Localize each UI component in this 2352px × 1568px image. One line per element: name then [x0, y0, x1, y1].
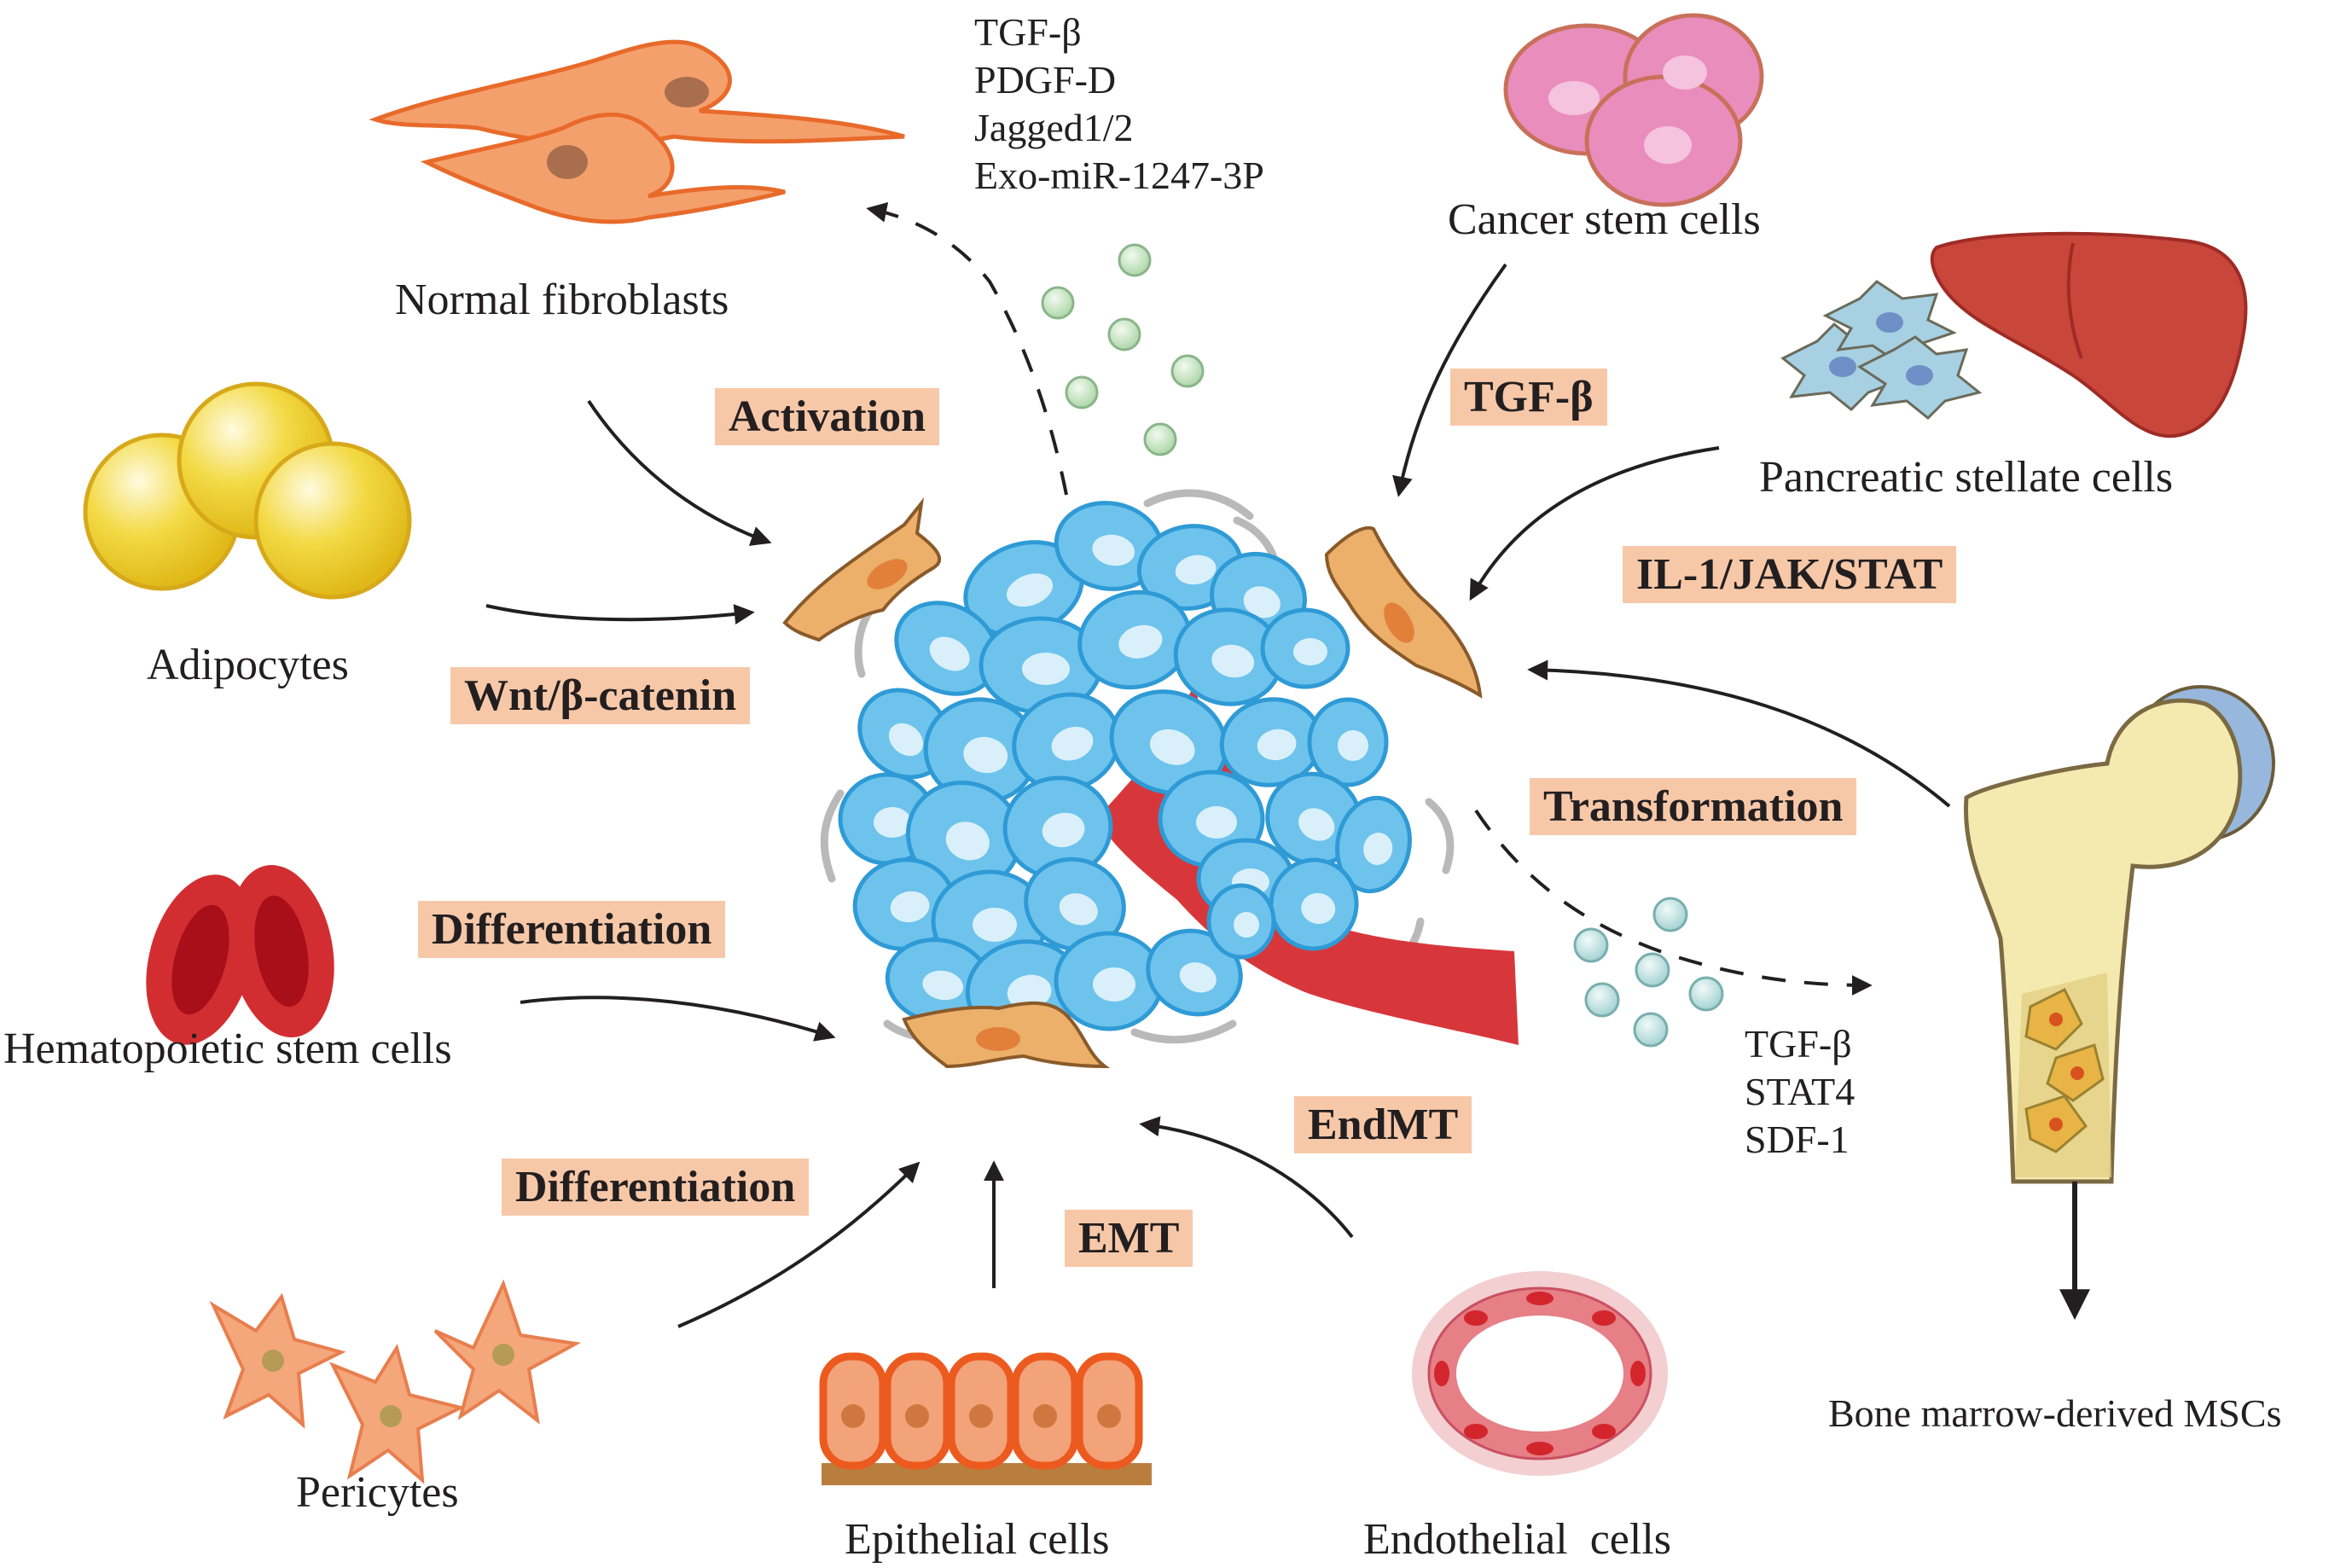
arrow-fibroblasts: [587, 399, 772, 546]
tumor-cell-nucleus: [973, 908, 1017, 942]
adipocytes-icon: [83, 381, 412, 600]
arrow-endothelial: [1139, 1116, 1354, 1239]
tumor-cell-nucleus: [1363, 833, 1393, 865]
factor-right-3: SDF-1: [1745, 1118, 1850, 1161]
tumor-cell-nucleus: [1092, 534, 1135, 566]
factor-top-2: PDGF-D: [974, 58, 1117, 102]
cancer-stem-cells-icon: [1503, 13, 1764, 207]
tumor-cell-nucleus: [874, 807, 911, 838]
factor-right-2: STAT4: [1745, 1070, 1855, 1113]
pericytes-icon: [209, 1279, 582, 1484]
epithelial-cells-icon: [819, 1352, 1152, 1485]
arrow-bone: [1527, 659, 1951, 808]
label-hematopoietic: Hematopoietic stem cells: [3, 1025, 452, 1073]
tumor-cell-nucleus: [1211, 644, 1255, 678]
tumor-cell-nucleus: [1257, 729, 1297, 761]
box-differentiation-pericyte: Differentiation: [502, 1159, 810, 1216]
tumor-cell-nucleus: [888, 723, 924, 757]
box-tgfb: TGF-β: [1450, 369, 1607, 426]
label-adipocytes: Adipocytes: [147, 641, 349, 689]
tumor-cell-nucleus: [1093, 967, 1135, 1002]
tumor-cell-nucleus: [1175, 555, 1217, 585]
caf-cells: [782, 497, 1483, 1069]
tumor-cell-nucleus: [1007, 974, 1052, 1010]
tumor-cell-nucleus: [1149, 729, 1195, 765]
arrow-pericytes: [677, 1161, 920, 1328]
tumor-cells: [838, 501, 1412, 1040]
label-bone-marrow: Bone marrow-derived MSCs: [1828, 1391, 2282, 1435]
label-cancer-stem: Cancer stem cells: [1448, 195, 1761, 244]
tumor-mass: [820, 489, 1519, 1045]
tumor-cell-nucleus: [1234, 912, 1259, 938]
box-activation: Activation: [715, 388, 940, 445]
label-stellate: Pancreatic stellate cells: [1759, 453, 2174, 502]
tumor-cell-nucleus: [929, 636, 970, 671]
factor-right-1: TGF-β: [1745, 1022, 1852, 1066]
endothelial-cells-icon: [1412, 1271, 1668, 1476]
tumor-cell-nucleus: [1042, 812, 1085, 848]
factor-top-3: Jagged1/2: [974, 106, 1134, 149]
tumor-cell-nucleus: [1196, 806, 1237, 839]
tumor-cell-nucleus: [1006, 573, 1054, 607]
label-endothelial: Endothelial cells: [1363, 1515, 1672, 1564]
liver-icon: [1930, 231, 2248, 438]
tumor-cell-nucleus: [890, 891, 930, 923]
box-transformation: Transformation: [1530, 778, 1857, 835]
tumor-cell-nucleus: [1298, 808, 1335, 841]
factor-top-1: TGF-β: [974, 10, 1082, 54]
tumor-cell-nucleus: [1293, 638, 1327, 665]
tumor-cell-nucleus: [1051, 726, 1094, 761]
tumor-cell-nucleus: [1301, 892, 1336, 925]
exosomes-top: [1041, 243, 1205, 456]
normal-fibroblasts-icon: [369, 39, 905, 224]
label-epithelial: Epithelial cells: [845, 1515, 1110, 1564]
box-emt: EMT: [1065, 1210, 1193, 1267]
hematopoietic-cells-icon: [146, 865, 334, 1045]
tumor-cell-nucleus: [1243, 586, 1281, 618]
arrow-adipocytes: [485, 604, 755, 625]
tumor-cell-nucleus: [1022, 653, 1070, 685]
box-endmt: EndMT: [1294, 1096, 1472, 1153]
tumor-cell-nucleus: [1179, 962, 1217, 993]
box-wnt: Wnt/β-catenin: [450, 667, 751, 724]
arrow-cancer-stem: [1392, 263, 1507, 497]
arrow-hematopoietic: [520, 996, 836, 1042]
box-il1: IL-1/JAK/STAT: [1623, 546, 1957, 603]
tumor-cell-nucleus: [1338, 730, 1368, 761]
bone-icon: [1963, 685, 2275, 1184]
arrow-stellate: [1469, 446, 1720, 601]
stellate-cells-icon: [1780, 280, 1983, 421]
tumor-cell-nucleus: [1059, 893, 1098, 926]
factor-top-4: Exo-miR-1247-3P: [974, 154, 1264, 197]
box-differentiation-hsc: Differentiation: [418, 901, 726, 958]
arrows: [485, 202, 2090, 1328]
factors-top: TGF-β PDGF-D Jagged1/2 Exo-miR-1247-3P: [974, 9, 1264, 200]
tumor-cell-nucleus: [1118, 624, 1163, 659]
tumor-cell-nucleus: [963, 736, 1008, 774]
label-pericytes: Pericytes: [296, 1468, 459, 1517]
tumor-cell-nucleus: [945, 822, 990, 861]
caf-cell: [782, 497, 941, 642]
exosomes-right: [1573, 897, 1724, 1048]
label-normal-fibroblasts: Normal fibroblasts: [395, 276, 729, 324]
tumor-cell-nucleus: [922, 970, 964, 1001]
factors-right: TGF-β STAT4 SDF-1: [1745, 1020, 1855, 1164]
arrow-dashed-top: [866, 202, 1068, 496]
